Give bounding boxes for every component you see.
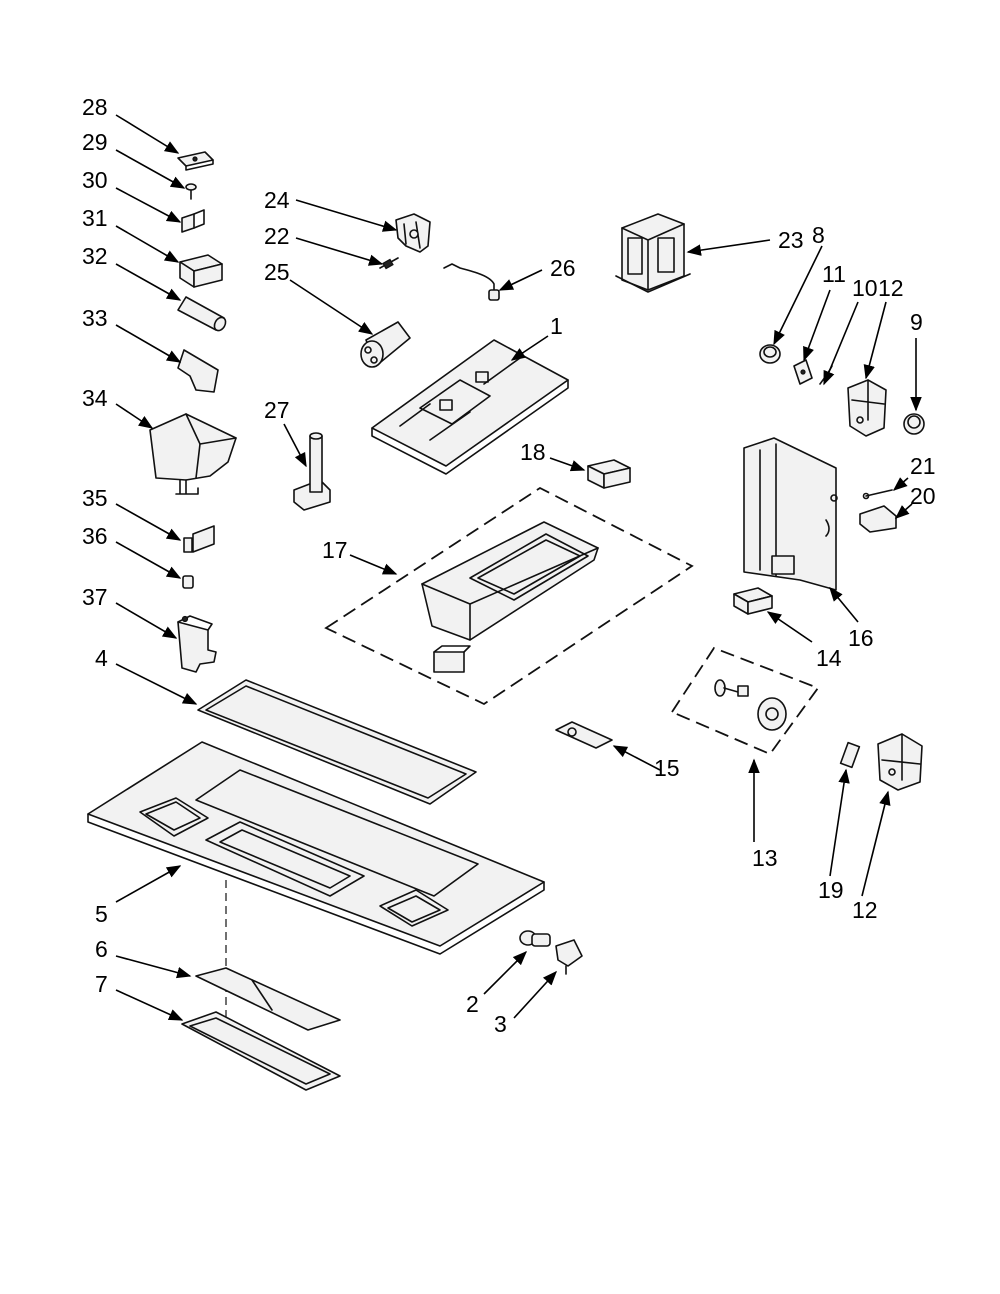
part-21-pin [862, 489, 893, 500]
part-12-upper-bracket [847, 379, 887, 437]
part-3-socket [555, 939, 583, 975]
label-32: 32 [82, 243, 108, 269]
part-8-knob [759, 344, 781, 364]
part-35-hinge [183, 525, 215, 553]
part-11-switch [793, 359, 813, 385]
label-36: 36 [82, 523, 108, 549]
label-8: 8 [812, 222, 825, 248]
part-16-bracket [743, 437, 838, 591]
part-2-bulb [519, 930, 551, 947]
part-25-capacitor [360, 321, 411, 368]
part-32-cylinder [177, 296, 227, 332]
label-15: 15 [654, 755, 680, 781]
part-13-motor-assembly [670, 646, 820, 756]
label-9: 9 [910, 309, 923, 335]
label-3: 3 [494, 1011, 507, 1037]
part-9-knob [903, 413, 925, 435]
label-16: 16 [848, 625, 874, 651]
part-31-block [179, 254, 223, 288]
part-22-diode [379, 257, 399, 270]
label-24: 24 [264, 187, 290, 213]
label-11: 11 [822, 261, 846, 287]
label-21: 21 [910, 453, 936, 479]
label-37: 37 [82, 584, 108, 610]
label-1: 1 [550, 313, 563, 339]
label-33: 33 [82, 305, 108, 331]
part-20-clip [859, 505, 897, 533]
part-23-transformer [615, 213, 691, 293]
part-26-wire [443, 263, 500, 301]
label-34: 34 [82, 385, 108, 411]
part-7-lamp-cover [181, 1011, 341, 1091]
part-14-relay [733, 587, 773, 615]
label-22: 22 [264, 223, 290, 249]
label-4: 4 [95, 645, 108, 671]
label-25: 25 [264, 259, 290, 285]
part-29-screw [185, 183, 197, 200]
part-30-clip [181, 209, 205, 233]
callout-labels: 28 29 30 31 32 33 34 35 36 37 4 5 6 7 24… [82, 94, 936, 1037]
label-30: 30 [82, 167, 108, 193]
part-12-lower-bracket [877, 733, 923, 791]
label-31: 31 [82, 205, 108, 231]
label-26: 26 [550, 255, 576, 281]
label-7: 7 [95, 971, 108, 997]
part-24-bracket [395, 213, 431, 253]
label-14: 14 [816, 645, 842, 671]
label-10: 10 [852, 275, 878, 301]
part-28-bracket [177, 151, 214, 171]
label-19: 19 [818, 877, 844, 903]
part-36-bushing [182, 575, 194, 589]
part-19-fuse [839, 741, 861, 769]
part-18-box [587, 459, 631, 489]
part-4-filter [197, 679, 477, 805]
label-35: 35 [82, 485, 108, 511]
label-17: 17 [322, 537, 348, 563]
leader-lines [115, 114, 922, 1021]
label-2: 2 [466, 991, 479, 1017]
part-33-baffle [177, 349, 219, 393]
label-5: 5 [95, 901, 108, 927]
label-28: 28 [82, 94, 108, 120]
label-18: 18 [520, 439, 546, 465]
label-27: 27 [264, 397, 290, 423]
label-12-lower: 12 [852, 897, 878, 923]
part-5-bottom-plate [87, 741, 545, 955]
part-1-plate [371, 339, 569, 475]
part-37-damper [177, 615, 217, 673]
part-27-shaft [293, 432, 331, 511]
part-6-lens [195, 967, 341, 1031]
part-34-duct [149, 413, 237, 495]
label-23: 23 [778, 227, 804, 253]
label-20: 20 [910, 483, 936, 509]
label-29: 29 [82, 129, 108, 155]
part-17-assembly [324, 486, 694, 706]
label-12-upper: 12 [878, 275, 904, 301]
part-15-board [555, 721, 613, 749]
label-6: 6 [95, 936, 108, 962]
label-13: 13 [752, 845, 778, 871]
